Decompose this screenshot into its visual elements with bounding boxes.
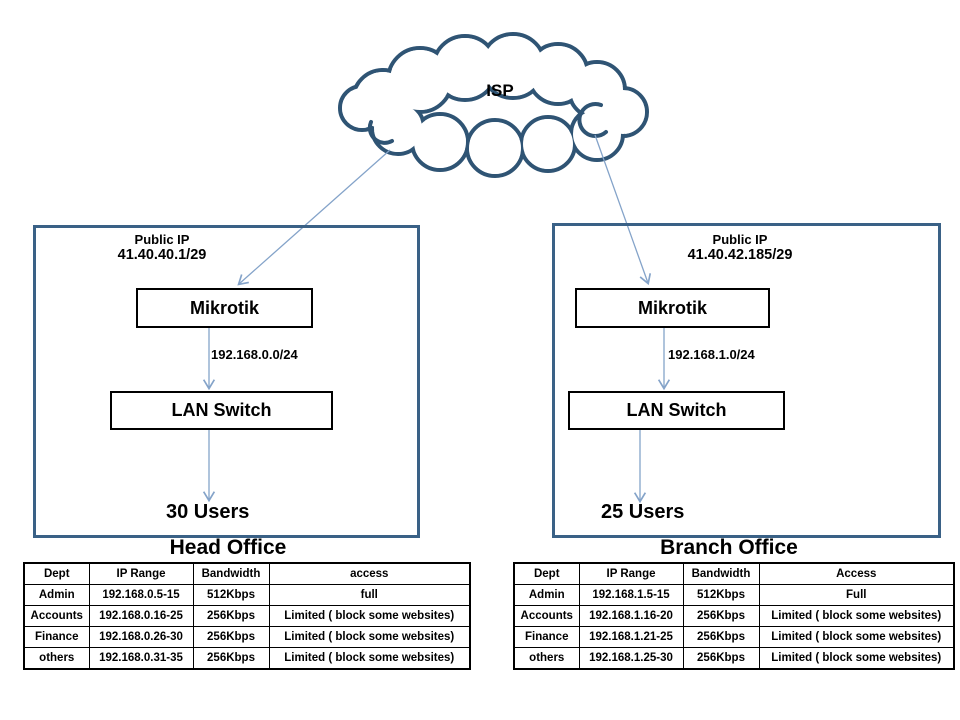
table-cell: 192.168.0.5-15 [88, 584, 194, 606]
table-cell: 192.168.1.21-25 [578, 626, 684, 648]
column-header: access [268, 562, 471, 585]
table-cell: 192.168.0.16-25 [88, 605, 194, 627]
column-header: IP Range [88, 562, 194, 585]
isp-cloud-icon [338, 32, 649, 178]
column-header: Access [758, 562, 955, 585]
table-cell: Admin [513, 584, 580, 606]
switch-label: LAN Switch [626, 400, 727, 420]
public-ip-label: Public IP [712, 232, 768, 247]
branch-office-router-node: Mikrotik [575, 288, 770, 328]
table-cell: Limited ( block some websites) [268, 605, 471, 627]
table-cell: Accounts [513, 605, 580, 627]
table-cell: Admin [23, 584, 90, 606]
table-cell: Full [758, 584, 955, 606]
head-office-title: Head Office [169, 536, 287, 559]
column-header: Bandwidth [192, 562, 270, 585]
switch-label: LAN Switch [171, 400, 272, 420]
head-office-subnet-label: 192.168.0.0/24 [211, 347, 298, 362]
head-office-users-label: 30 Users [166, 501, 250, 523]
head-office-boundary [33, 225, 420, 538]
table-cell: 192.168.1.25-30 [578, 647, 684, 670]
table-cell: Limited ( block some websites) [268, 626, 471, 648]
arrow-isp-to-head-router [237, 149, 391, 286]
head-office-router-node: Mikrotik [136, 288, 313, 328]
table-cell: 192.168.0.31-35 [88, 647, 194, 670]
router-label: Mikrotik [637, 297, 707, 318]
column-header: Dept [513, 562, 580, 585]
table-cell: 512Kbps [682, 584, 760, 606]
column-header: IP Range [578, 562, 684, 585]
head-office-switch-node: LAN Switch [110, 391, 333, 430]
table-cell: Limited ( block some websites) [268, 647, 471, 670]
branch-office-public-ip: Public IP 41.40.42.185/29 [675, 232, 805, 263]
table-cell: 256Kbps [192, 605, 270, 627]
table-cell: Finance [23, 626, 90, 648]
branch-office-switch-node: LAN Switch [568, 391, 785, 430]
router-label: Mikrotik [189, 297, 259, 318]
table-cell: Limited ( block some websites) [758, 605, 955, 627]
table-cell: 256Kbps [192, 647, 270, 670]
public-ip-value: 41.40.40.1/29 [117, 247, 207, 263]
table-cell: 192.168.1.16-20 [578, 605, 684, 627]
branch-office-boundary [552, 223, 941, 538]
table-cell: 192.168.1.5-15 [578, 584, 684, 606]
table-cell: 192.168.0.26-30 [88, 626, 194, 648]
table-cell: Finance [513, 626, 580, 648]
branch-office-users-label: 25 Users [601, 501, 685, 523]
table-cell: others [23, 647, 90, 670]
column-header: Dept [23, 562, 90, 585]
public-ip-value: 41.40.42.185/29 [687, 247, 793, 263]
table-cell: 256Kbps [682, 647, 760, 670]
arrow-isp-to-branch-router [594, 134, 652, 286]
head-office-public-ip: Public IP 41.40.40.1/29 [100, 232, 224, 263]
table-cell: full [268, 584, 471, 606]
table-cell: 512Kbps [192, 584, 270, 606]
table-cell: others [513, 647, 580, 670]
table-cell: Limited ( block some websites) [758, 647, 955, 670]
table-cell: 256Kbps [682, 605, 760, 627]
column-header: Bandwidth [682, 562, 760, 585]
branch-office-title: Branch Office [660, 536, 798, 559]
branch-office-subnet-label: 192.168.1.0/24 [668, 347, 755, 362]
table-cell: 256Kbps [192, 626, 270, 648]
connector-arrows [202, 134, 671, 504]
table-cell: Accounts [23, 605, 90, 627]
table-cell: 256Kbps [682, 626, 760, 648]
table-cell: Limited ( block some websites) [758, 626, 955, 648]
public-ip-label: Public IP [134, 232, 190, 247]
isp-cloud-label: ISP [486, 81, 514, 100]
